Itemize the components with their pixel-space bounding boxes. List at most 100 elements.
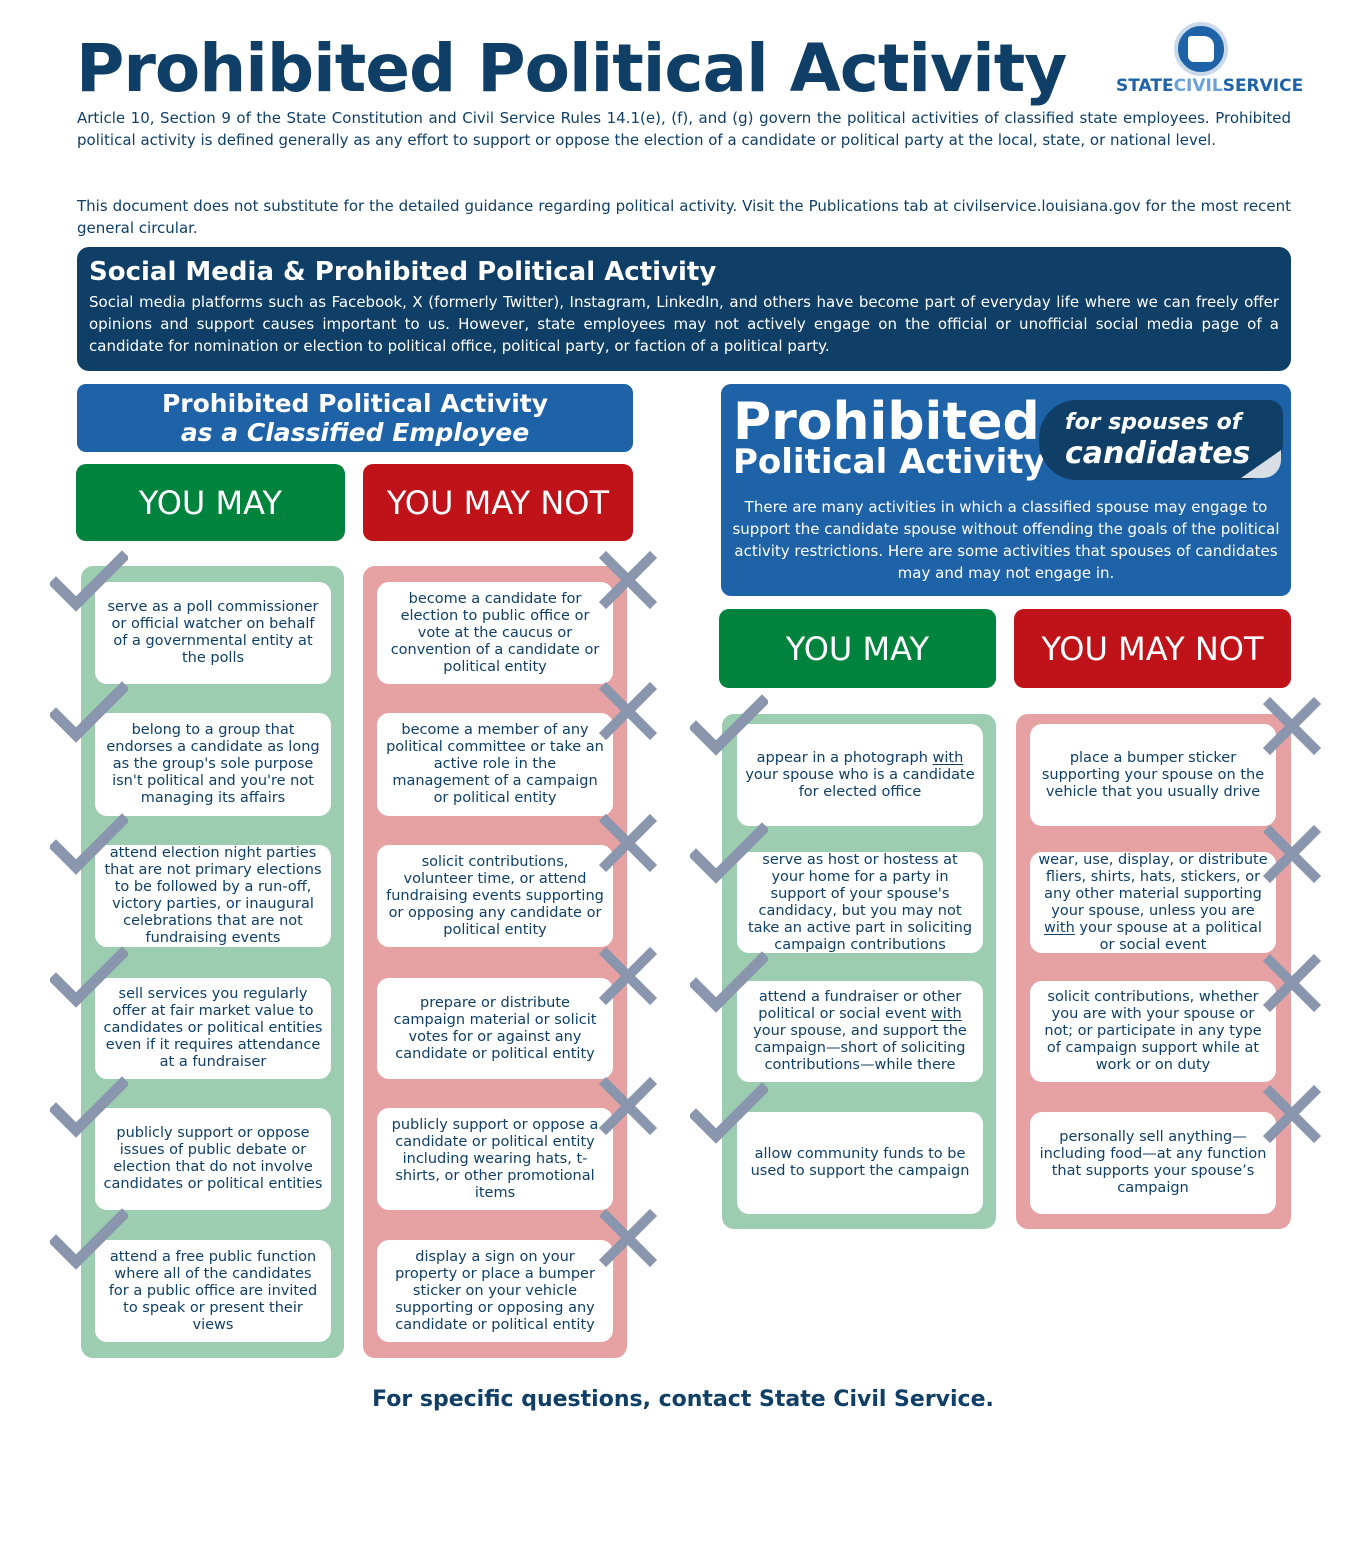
- x-icon: [598, 1208, 658, 1268]
- spouse-may-not-text-part: place a bumper sticker supporting your s…: [1041, 749, 1265, 800]
- employee-may-card: sell services you regularly offer at fai…: [95, 978, 331, 1079]
- spouse-may-text-emphasis: with: [930, 1006, 962, 1022]
- social-media-heading: Social Media & Prohibited Political Acti…: [89, 257, 717, 287]
- intro-paragraph-2: This document does not substitute for th…: [77, 197, 1291, 237]
- ribbon-line1: for spouses of: [1065, 410, 1242, 435]
- employee-may-text: publicly support or oppose issues of pub…: [103, 1125, 323, 1192]
- employee-may-not-text: prepare or distribute campaign material …: [393, 994, 597, 1062]
- spouse-may-not-text: place a bumper sticker supporting your s…: [1038, 750, 1268, 801]
- employee-may-not-text: display a sign on your property or place…: [395, 1248, 595, 1333]
- intro-paragraph-1: Article 10, Section 9 of the State Const…: [77, 109, 1291, 149]
- spouse-may-not-text: personally sell anything—including food—…: [1038, 1129, 1268, 1197]
- spouse-you-may-not-label: YOU MAY NOT: [1014, 609, 1291, 688]
- x-icon: [598, 550, 658, 610]
- spouse-may-not-text-part: wear, use, display, or distribute fliers…: [1038, 851, 1268, 919]
- employee-may-not-text: solicit contributions, volunteer time, o…: [386, 853, 604, 938]
- check-icon: [688, 1082, 770, 1146]
- check-icon: [688, 951, 770, 1015]
- x-icon: [598, 681, 658, 741]
- spouse-may-not-text: solicit contributions, whether you are w…: [1038, 989, 1268, 1074]
- employee-you-may-not-label: YOU MAY NOT: [363, 464, 633, 541]
- spouse-may-text: appear in a photograph with your spouse …: [745, 750, 975, 801]
- employee-may-card: attend election night parties that are n…: [95, 845, 331, 947]
- employee-may-not-text: become a candidate for election to publi…: [390, 590, 600, 675]
- employee-header-line2: as a Classified Employee: [180, 418, 530, 447]
- spouse-may-not-text: wear, use, display, or distribute fliers…: [1038, 852, 1268, 954]
- state-civil-service-logo: STATECIVILSERVICE: [1116, 22, 1304, 102]
- spouse-you-may-label: YOU MAY: [719, 609, 996, 688]
- employee-may-not-text: publicly support or oppose a candidate o…: [391, 1116, 599, 1201]
- spouse-may-text-part: your spouse, and support the campaign—sh…: [753, 1023, 967, 1073]
- spouse-may-text-part: appear in a photograph: [756, 749, 933, 766]
- spouse-may-text: allow community funds to be used to supp…: [745, 1146, 975, 1180]
- ribbon-line2: candidates: [1065, 436, 1251, 471]
- spouse-header-big: Prohibited: [733, 392, 1040, 452]
- spouse-may-text-part: attend a fundraiser or other political o…: [758, 989, 962, 1022]
- spouse-may-card: allow community funds to be used to supp…: [737, 1112, 983, 1214]
- employee-may-not-card: display a sign on your property or place…: [377, 1240, 613, 1342]
- employee-may-card: belong to a group that endorses a candid…: [95, 713, 331, 816]
- logo-text: STATECIVILSERVICE: [1116, 76, 1304, 96]
- page-title: Prohibited Political Activity: [76, 30, 1067, 107]
- x-icon: [598, 1076, 658, 1136]
- spouse-may-not-card: personally sell anything—including food—…: [1030, 1112, 1276, 1214]
- spouse-may-text: attend a fundraiser or other political o…: [745, 989, 975, 1074]
- x-icon: [1262, 1084, 1322, 1144]
- employee-header-line1: Prohibited Political Activity: [161, 389, 549, 418]
- spouse-may-text-part: allow community funds to be used to supp…: [750, 1146, 970, 1179]
- employee-may-card: publicly support or oppose issues of pub…: [95, 1108, 331, 1210]
- spouse-may-card: appear in a photograph with your spouse …: [737, 724, 983, 826]
- x-icon: [1262, 824, 1322, 884]
- spouse-may-not-text-part: solicit contributions, whether you are w…: [1044, 989, 1262, 1073]
- social-media-section: Social Media & Prohibited Political Acti…: [77, 247, 1291, 371]
- employee-may-not-text: become a member of any political committ…: [386, 722, 604, 806]
- spouse-may-text-part: serve as host or hostess at your home fo…: [747, 851, 973, 953]
- check-icon: [48, 681, 130, 745]
- spouse-may-not-text-part: your spouse at a political or social eve…: [1074, 919, 1262, 953]
- spouse-may-text: serve as host or hostess at your home fo…: [745, 852, 975, 954]
- spouse-header-sub: Political Activity: [733, 442, 1046, 482]
- spouse-may-not-card: place a bumper sticker supporting your s…: [1030, 724, 1276, 826]
- employee-may-card: serve as a poll commissioner or official…: [95, 582, 331, 684]
- spouse-may-card: attend a fundraiser or other political o…: [737, 981, 983, 1082]
- spouse-section-header: Prohibited Political Activity for spouse…: [721, 384, 1291, 596]
- spouse-may-card: serve as host or hostess at your home fo…: [737, 852, 983, 953]
- x-icon: [598, 813, 658, 873]
- check-icon: [48, 946, 130, 1010]
- employee-you-may-label: YOU MAY: [76, 464, 345, 541]
- x-icon: [598, 946, 658, 1006]
- check-icon: [48, 813, 130, 877]
- employee-may-not-card: prepare or distribute campaign material …: [377, 978, 613, 1079]
- employee-may-not-card: solicit contributions, volunteer time, o…: [377, 845, 613, 947]
- check-icon: [48, 550, 130, 614]
- footer-contact: For specific questions, contact State Ci…: [372, 1387, 994, 1412]
- employee-may-not-card: publicly support or oppose a candidate o…: [377, 1108, 613, 1210]
- spouse-may-not-card: solicit contributions, whether you are w…: [1030, 981, 1276, 1082]
- spouse-may-text-part: your spouse who is a candidate for elect…: [745, 766, 975, 800]
- louisiana-seal-icon: [1174, 22, 1228, 76]
- check-icon: [48, 1076, 130, 1140]
- check-icon: [48, 1208, 130, 1272]
- employee-may-not-card: become a member of any political committ…: [377, 713, 613, 816]
- social-media-text: Social media platforms such as Facebook,…: [89, 293, 1279, 355]
- spouse-may-not-text-emphasis: with: [1044, 919, 1075, 936]
- employee-section-header: Prohibited Political Activity as a Class…: [77, 384, 633, 452]
- spouse-ribbon: for spouses of candidates: [1039, 400, 1283, 480]
- employee-may-card: attend a free public function where all …: [95, 1240, 331, 1342]
- spouse-may-not-card: wear, use, display, or distribute fliers…: [1030, 852, 1276, 953]
- employee-may-not-card: become a candidate for election to publi…: [377, 582, 613, 684]
- employee-may-not-column: [363, 566, 627, 1358]
- spouse-may-not-text-part: personally sell anything—including food—…: [1039, 1129, 1267, 1196]
- spouse-may-text-emphasis: with: [932, 749, 964, 766]
- spouse-description: There are many activities in which a cla…: [732, 498, 1280, 582]
- employee-may-text: serve as a poll commissioner or official…: [107, 599, 319, 666]
- employee-may-text: sell services you regularly offer at fai…: [103, 986, 323, 1070]
- check-icon: [688, 694, 770, 758]
- x-icon: [1262, 953, 1322, 1013]
- employee-may-text: attend a free public function where all …: [108, 1248, 318, 1333]
- check-icon: [688, 822, 770, 886]
- employee-may-text: belong to a group that endorses a candid…: [106, 722, 320, 806]
- employee-may-column: [81, 566, 344, 1358]
- x-icon: [1262, 696, 1322, 756]
- employee-may-text: attend election night parties that are n…: [104, 845, 322, 946]
